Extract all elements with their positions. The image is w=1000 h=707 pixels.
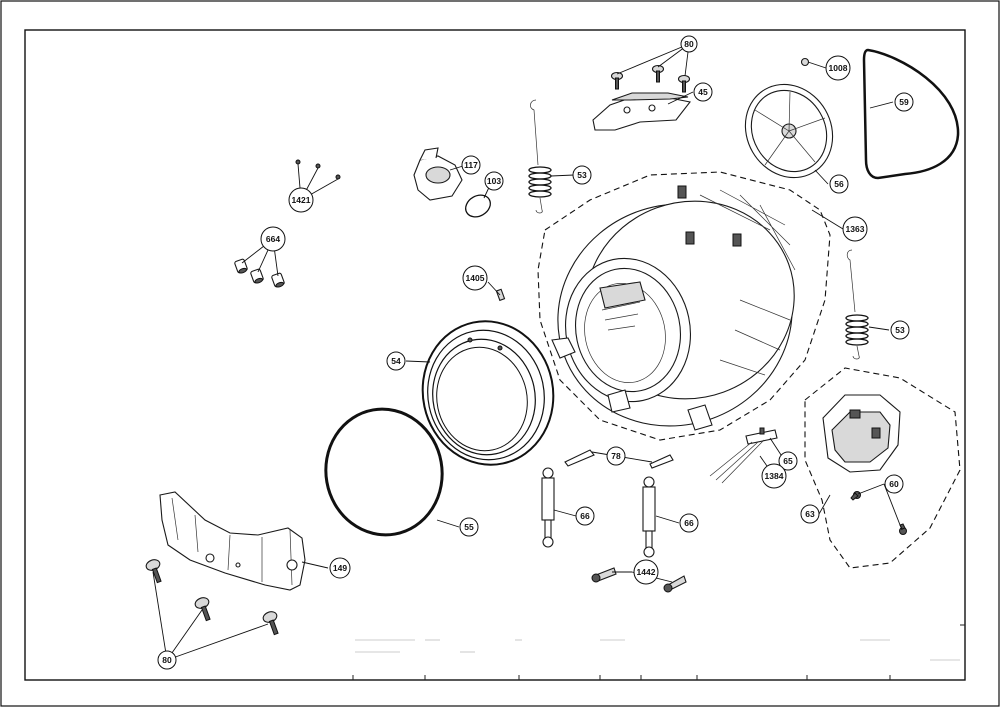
callout-45: 45 bbox=[693, 82, 713, 102]
callout-1008: 1008 bbox=[825, 55, 851, 81]
counterweight-bolts bbox=[145, 559, 279, 636]
callout-55: 55 bbox=[459, 517, 479, 537]
callout-53-left: 53 bbox=[572, 165, 592, 185]
bolts-1442 bbox=[591, 567, 687, 593]
drive-belt bbox=[862, 48, 960, 180]
callout-label: 55 bbox=[464, 522, 474, 532]
callout-label: 66 bbox=[684, 518, 694, 528]
tub-spring-right bbox=[845, 249, 869, 360]
callout-63: 63 bbox=[800, 504, 820, 524]
pin-1405 bbox=[495, 288, 506, 302]
tub-spring-left bbox=[528, 99, 552, 214]
drawing-frame bbox=[24, 29, 966, 681]
o-ring-103 bbox=[465, 194, 491, 218]
callout-78: 78 bbox=[606, 446, 626, 466]
callout-1421: 1421 bbox=[288, 187, 314, 213]
callout-label: 53 bbox=[577, 170, 587, 180]
callout-53-right: 53 bbox=[890, 320, 910, 340]
callout-1384: 1384 bbox=[761, 463, 787, 489]
callout-label: 149 bbox=[333, 563, 347, 573]
pulley-screw bbox=[800, 57, 810, 67]
screws-1421 bbox=[295, 159, 341, 180]
callout-label: 117 bbox=[464, 160, 478, 170]
callout-label: 80 bbox=[684, 39, 694, 49]
callout-66-left: 66 bbox=[575, 506, 595, 526]
shock-pins-78 bbox=[564, 449, 674, 469]
motor-assembly bbox=[804, 367, 961, 569]
bottom-frame-ticks bbox=[352, 624, 965, 680]
callout-label: 103 bbox=[487, 176, 501, 186]
callout-label: 80 bbox=[162, 655, 172, 665]
shock-absorber-right bbox=[642, 476, 656, 558]
shock-absorber-left bbox=[541, 467, 555, 548]
door-bellow bbox=[421, 320, 555, 466]
callout-label: 1384 bbox=[765, 471, 784, 481]
front-gasket-ring bbox=[324, 407, 444, 537]
callout-label: 1421 bbox=[292, 195, 311, 205]
callout-56: 56 bbox=[829, 174, 849, 194]
callout-label: 664 bbox=[266, 234, 280, 244]
drum-pulley bbox=[744, 83, 834, 179]
caps-664 bbox=[234, 258, 285, 288]
callout-label: 1008 bbox=[829, 63, 848, 73]
callout-label: 78 bbox=[611, 451, 621, 461]
front-counterweight bbox=[159, 491, 306, 591]
callout-label: 1363 bbox=[846, 224, 865, 234]
callout-label: 1442 bbox=[637, 567, 656, 577]
callout-1442: 1442 bbox=[633, 559, 659, 585]
tub-assembly bbox=[537, 171, 831, 441]
callout-80-bottom: 80 bbox=[157, 650, 177, 670]
callout-label: 66 bbox=[580, 511, 590, 521]
callout-65: 65 bbox=[778, 451, 798, 471]
callout-664: 664 bbox=[260, 226, 286, 252]
callout-label: 63 bbox=[805, 509, 815, 519]
callout-60: 60 bbox=[884, 474, 904, 494]
callout-103: 103 bbox=[484, 171, 504, 191]
callout-149: 149 bbox=[329, 557, 351, 579]
callout-label: 65 bbox=[783, 456, 793, 466]
callout-label: 56 bbox=[834, 179, 844, 189]
callout-label: 54 bbox=[391, 356, 401, 366]
callout-59: 59 bbox=[894, 92, 914, 112]
callout-117: 117 bbox=[461, 155, 481, 175]
callout-80-top: 80 bbox=[680, 35, 698, 53]
callout-54: 54 bbox=[386, 351, 406, 371]
part-117 bbox=[413, 147, 463, 201]
bracket-bolts bbox=[610, 64, 691, 93]
faint-scan-marks bbox=[355, 639, 960, 661]
callout-1405: 1405 bbox=[462, 265, 488, 291]
callout-1363: 1363 bbox=[842, 216, 868, 242]
callout-label: 60 bbox=[889, 479, 899, 489]
mounting-bracket bbox=[592, 92, 691, 131]
callout-label: 45 bbox=[698, 87, 708, 97]
callout-66-right: 66 bbox=[679, 513, 699, 533]
callout-label: 53 bbox=[895, 325, 905, 335]
heater-element bbox=[709, 427, 778, 484]
callout-label: 1405 bbox=[466, 273, 485, 283]
callout-label: 59 bbox=[899, 97, 909, 107]
